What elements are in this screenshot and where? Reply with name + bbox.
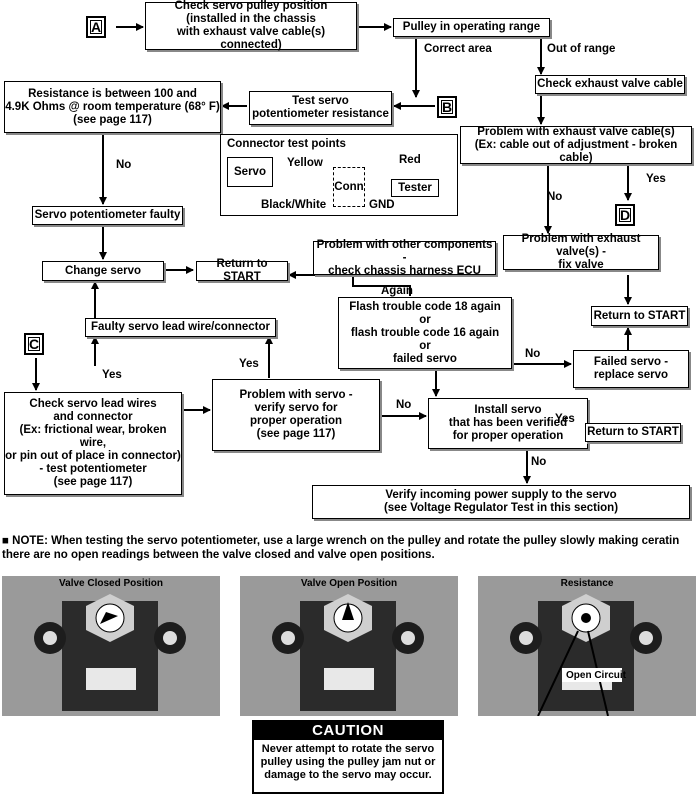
photo-valve-open: Valve Open Position	[240, 576, 458, 716]
yellow-label: Yellow	[287, 157, 323, 169]
photo-title-closed: Valve Closed Position	[59, 578, 163, 589]
servo-photo-illustration	[272, 594, 424, 711]
no-label-3: No	[525, 348, 541, 360]
gnd-label: GND	[369, 199, 395, 211]
photo-title-open: Valve Open Position	[300, 578, 398, 589]
photo-resistance: Resistance Open Circuit	[478, 576, 696, 716]
tester-block: Tester	[391, 179, 439, 197]
tag-b: B	[437, 96, 457, 118]
caution-box: CAUTION Never attempt to rotate the serv…	[252, 720, 444, 794]
verify-servo-box: Problem with servo - verify servo for pr…	[212, 379, 380, 451]
failed-servo-box: Failed servo - replace servo	[573, 350, 689, 388]
no-label-1: No	[116, 159, 132, 171]
caution-body: Never attempt to rotate the servo pulley…	[260, 743, 436, 781]
tag-d: D	[615, 204, 635, 226]
install-servo-box: Install servo that has been verified for…	[428, 398, 588, 449]
servo-photo-illustration	[510, 594, 662, 716]
no-label-5: No	[531, 456, 547, 468]
cable-problem-box: Problem with exhaust valve cable(s) (Ex:…	[460, 126, 692, 164]
open-circuit-label: Open Circuit	[566, 670, 627, 681]
resistance-box: Resistance is between 100 and 4.9K Ohms …	[4, 81, 221, 133]
check-pulley-box: Check servo pulley position (installed i…	[145, 0, 357, 51]
connector-test-points: Connector test points Servo Yellow Red C…	[220, 134, 458, 216]
return-start-box-1: Return to START	[196, 258, 288, 283]
yes-label-1: Yes	[646, 173, 666, 185]
black-white-label: Black/White	[261, 199, 327, 211]
tag-a: A	[86, 16, 106, 38]
photo-title-resistance: Resistance	[560, 578, 614, 589]
red-label: Red	[399, 154, 421, 166]
conn-block: Conn	[333, 167, 365, 207]
servo-block: Servo	[227, 157, 273, 187]
return-start-box-3: Return to START	[585, 423, 681, 442]
servo-photo-illustration	[34, 594, 186, 711]
again-label: Again	[381, 285, 413, 297]
change-servo-box: Change servo	[42, 261, 164, 281]
no-label-2: No	[547, 191, 563, 203]
check-cable-box: Check exhaust valve cable	[535, 75, 685, 94]
photo-valve-closed: Valve Closed Position	[2, 576, 220, 716]
faulty-lead-box: Faulty servo lead wire/connector	[85, 318, 276, 337]
note-text: ■ NOTE: When testing the servo potentiom…	[2, 535, 680, 561]
caution-heading: CAUTION	[254, 722, 442, 740]
valve-problem-box: Problem with exhaust valve(s) - fix valv…	[503, 233, 659, 271]
out-of-range-label: Out of range	[547, 43, 616, 55]
no-label-4: No	[396, 399, 412, 411]
pot-faulty-box: Servo potentiometer faulty	[32, 206, 183, 225]
return-start-box-2: Return to START	[591, 306, 688, 326]
flash-code-box: Flash trouble code 18 again or flash tro…	[338, 297, 512, 369]
pulley-range-box: Pulley in operating range	[393, 18, 550, 37]
yes-label-4: Yes	[555, 413, 575, 425]
other-components-box: Problem with other components - check ch…	[313, 239, 496, 277]
connector-title: Connector test points	[227, 138, 346, 150]
tag-c: C	[24, 333, 44, 355]
yes-label-2: Yes	[102, 369, 122, 381]
test-pot-box: Test servo potentiometer resistance	[249, 91, 392, 125]
yes-label-3: Yes	[239, 358, 259, 370]
verify-power-box: Verify incoming power supply to the serv…	[312, 485, 690, 519]
correct-area-label: Correct area	[424, 43, 492, 55]
check-leads-box: Check servo lead wires and connector (Ex…	[4, 392, 182, 495]
